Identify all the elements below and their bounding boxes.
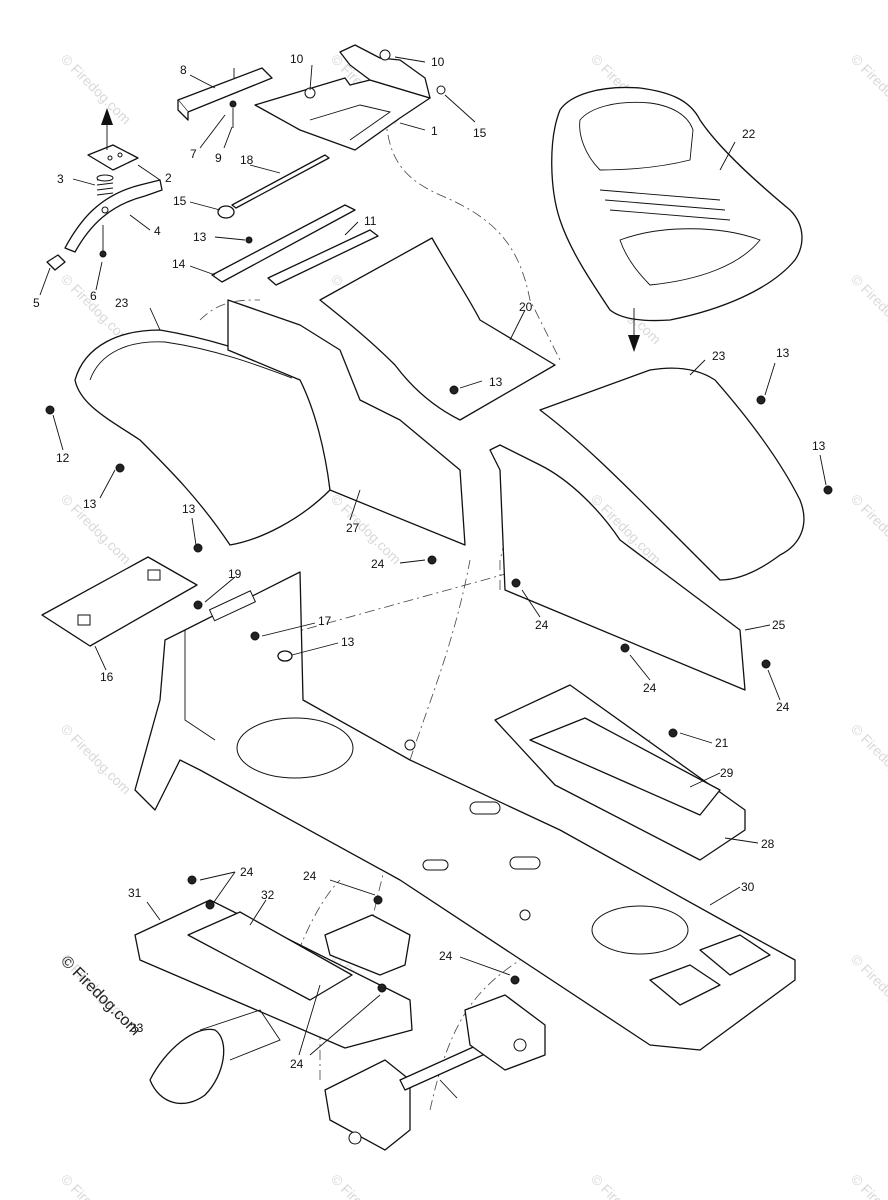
part-3-spring <box>96 174 114 196</box>
part-17-12-fasteners <box>250 631 293 662</box>
callout-10: 10 <box>290 52 304 66</box>
callout-8: 7 <box>190 147 197 161</box>
callout-24: 24 <box>303 869 317 883</box>
callout-3: 3 <box>57 172 64 186</box>
callout-19: 19 <box>228 567 242 581</box>
direction-arrow-up <box>101 108 113 150</box>
callout-17: 17 <box>318 614 332 628</box>
callout-23: 23 <box>115 296 129 310</box>
callout-24: 24 <box>240 865 254 879</box>
copyright-notice: © Firedog.com <box>57 953 143 1039</box>
callout-14: 14 <box>172 257 186 271</box>
leader-lines <box>39 56 827 1099</box>
part-25-panel <box>489 444 771 691</box>
callout-24: 24 <box>439 949 453 963</box>
callout-31: 32 <box>261 888 275 902</box>
callout-10: 10 <box>431 55 445 69</box>
callout-32: 33 <box>130 1021 144 1035</box>
direction-arrow-down <box>628 308 640 352</box>
callout-18: 18 <box>240 153 254 167</box>
part-2-plate <box>87 144 139 171</box>
callout-22: 22 <box>742 127 756 141</box>
part-mount-bracket <box>324 895 411 976</box>
part-22-seat <box>551 86 803 322</box>
callout-16: 16 <box>100 670 114 684</box>
watermark-text: © Firedog.com <box>848 491 888 567</box>
callout-30: 31 <box>128 886 142 900</box>
callout-24: 24 <box>290 1057 304 1071</box>
callout-layer: 8 10 10 15 1 7 9 18 2 3 15 4 13 11 14 5 … <box>33 52 826 1071</box>
callout-11: 11 <box>364 214 377 228</box>
part-16-plate <box>41 556 198 647</box>
callout-12: 13 <box>341 635 355 649</box>
callout-7: 8 <box>180 63 187 77</box>
callout-6: 6 <box>90 289 97 303</box>
part-26-panel <box>227 299 466 565</box>
callout-13: 13 <box>182 502 196 516</box>
watermark-text: © Firedog.com <box>58 1171 134 1200</box>
callout-13: 13 <box>812 439 826 453</box>
callout-29: 30 <box>741 880 755 894</box>
part-32-pulley <box>149 1009 281 1104</box>
part-4-bracket <box>64 179 163 253</box>
part-7-bracket <box>177 67 273 121</box>
callout-24: 24 <box>643 681 657 695</box>
callout-25: 25 <box>772 618 786 632</box>
part-28-panel <box>529 717 721 816</box>
callout-13: 12 <box>56 451 70 465</box>
watermark-text: © Firedog.com <box>848 271 888 347</box>
part-18-rod <box>231 154 330 209</box>
watermark-text: © Firedog.com <box>848 951 888 1027</box>
callout-1: 1 <box>431 124 438 138</box>
callout-24: 24 <box>776 700 790 714</box>
callout-9: 9 <box>215 151 222 165</box>
callout-26: 27 <box>346 521 360 535</box>
watermark-text: © Firedog.com <box>58 51 134 127</box>
callout-24: 24 <box>535 618 549 632</box>
callout-20: 20 <box>519 300 533 314</box>
part-29-frame <box>134 571 796 1051</box>
part-8-9-fastener <box>229 100 237 128</box>
part-5-clip <box>46 254 66 271</box>
watermark-text: © Firedog.com <box>848 721 888 797</box>
callout-13: 13 <box>489 375 503 389</box>
callout-15: 15 <box>473 126 487 140</box>
callout-13: 13 <box>83 497 97 511</box>
callout-13: 13 <box>776 346 790 360</box>
part-33-axle <box>324 975 546 1151</box>
watermark-text: © Firedog.com <box>328 1171 404 1200</box>
callout-5: 5 <box>33 296 40 310</box>
callout-23: 23 <box>712 349 726 363</box>
watermark-text: © Firedog.com <box>848 51 888 127</box>
part-20-panel <box>319 237 556 421</box>
part-15-knob <box>217 205 235 219</box>
part-19-fastener <box>193 600 203 610</box>
callout-4: 4 <box>154 224 161 238</box>
callout-21: 21 <box>715 736 729 750</box>
part-6-bolt <box>99 225 107 258</box>
callout-15: 15 <box>173 194 187 208</box>
callout-13: 13 <box>193 230 207 244</box>
part-31-plate <box>187 911 353 1001</box>
watermark-text: © Firedog.com <box>58 721 134 797</box>
part-11-bracket <box>267 229 379 286</box>
watermark-text: © Firedog.com <box>588 1171 664 1200</box>
callout-2: 2 <box>165 171 172 185</box>
callout-27: 28 <box>761 837 775 851</box>
part-1-plate <box>254 44 446 151</box>
part-14-bracket <box>211 204 356 283</box>
callout-28: 29 <box>720 766 734 780</box>
watermark-text: © Firedog.com <box>848 1171 888 1200</box>
callout-24: 24 <box>371 557 385 571</box>
